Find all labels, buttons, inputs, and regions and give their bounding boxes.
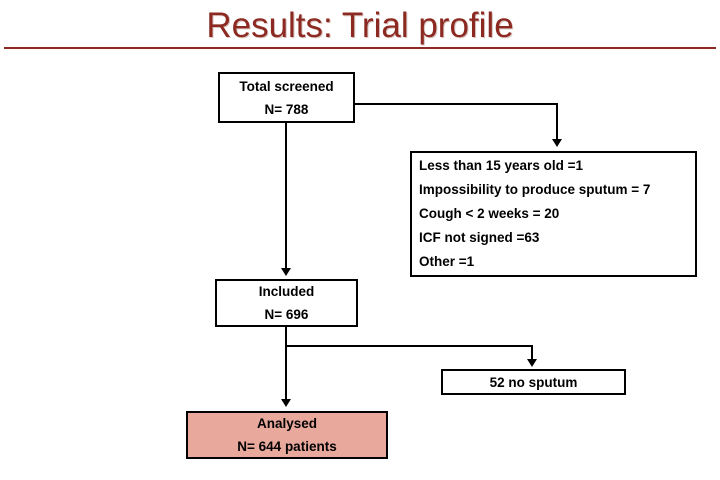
connector-branch-to-no-sputum-vertical [531, 345, 533, 361]
connector-total-to-included-vertical [285, 123, 287, 270]
excluded-reason-1: Less than 15 years old =1 [419, 158, 583, 173]
flow-box-analysed: Analysed N= 644 patients [186, 411, 388, 459]
connector-branch-to-analysed-vertical [285, 345, 287, 401]
connector-included-stem-vertical [285, 327, 287, 347]
flow-box-no-sputum: 52 no sputum [441, 369, 626, 395]
flow-box-total-screened-line-2: N= 788 [264, 101, 309, 117]
arrowhead-icon-branch-to-analysed [281, 399, 291, 407]
connector-included-branch-horizontal [285, 345, 533, 347]
connector-total-to-excluded-horizontal [355, 103, 558, 105]
arrowhead-icon-total-to-included [281, 268, 291, 276]
flow-box-included: Included N= 696 [215, 279, 358, 327]
title-divider [4, 47, 716, 49]
flow-box-included-line-1: Included [258, 284, 315, 299]
arrowhead-icon-branch-to-no-sputum [527, 359, 537, 367]
flow-box-no-sputum-line-1: 52 no sputum [489, 374, 578, 390]
connector-total-to-excluded-vertical [556, 103, 558, 141]
flow-box-total-screened: Total screened N= 788 [218, 72, 355, 123]
excluded-reason-2: Impossibility to produce sputum = 7 [419, 182, 651, 197]
page-title: Results: Trial profile [206, 6, 514, 45]
flow-box-included-line-2: N= 696 [264, 307, 309, 322]
excluded-reason-5: Other =1 [419, 254, 475, 269]
excluded-reason-4: ICF not signed =63 [419, 230, 540, 245]
flow-box-total-screened-line-1: Total screened [239, 78, 334, 94]
arrowhead-icon-total-to-excluded [552, 139, 562, 147]
excluded-reason-3: Cough < 2 weeks = 20 [419, 206, 560, 221]
flow-box-analysed-line-2: N= 644 patients [237, 439, 337, 454]
flow-box-excluded-reasons: Less than 15 years old =1 Impossibility … [410, 151, 697, 277]
flow-box-analysed-line-1: Analysed [256, 416, 318, 431]
